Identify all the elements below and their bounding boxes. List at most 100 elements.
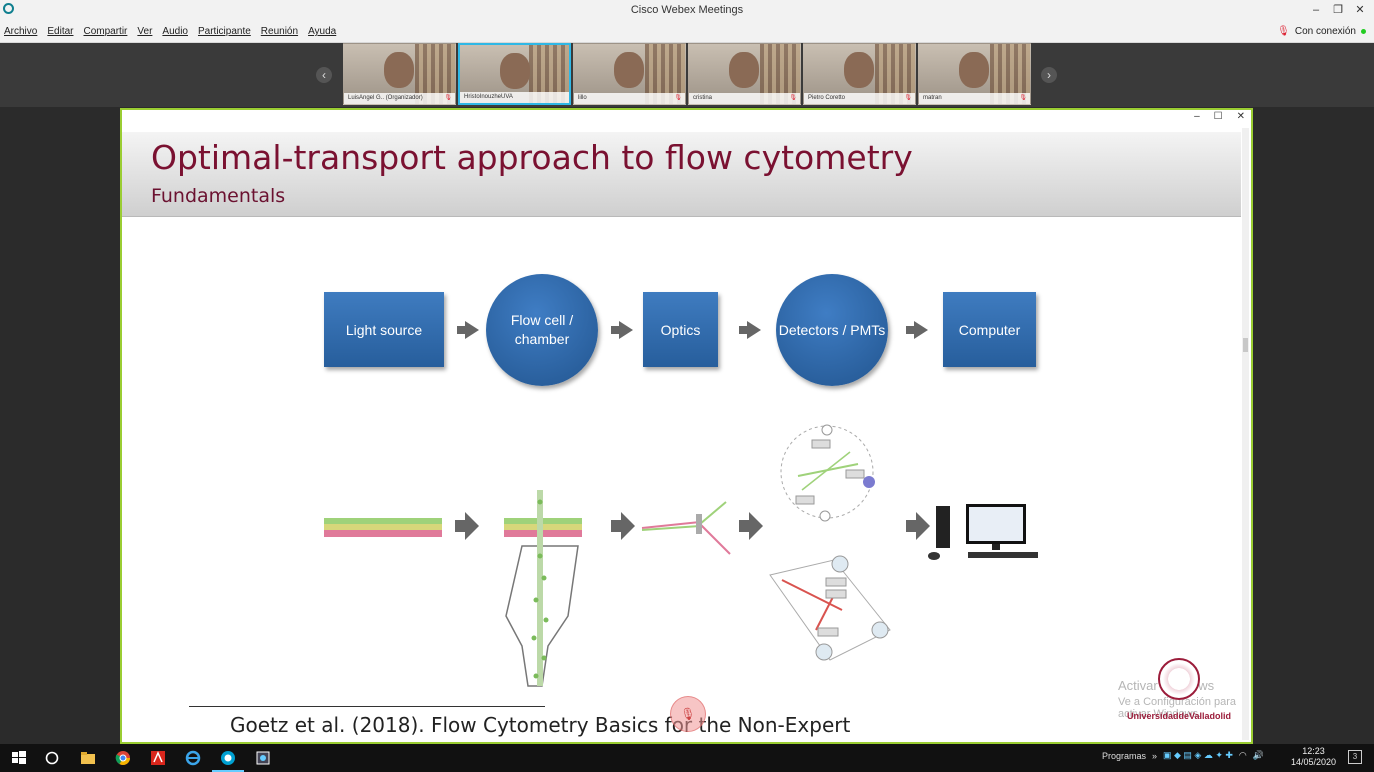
university-logo-text: UniversidaddeValladolid <box>1127 711 1232 721</box>
menu-participante[interactable]: Participante <box>197 26 251 37</box>
share-window-controls: – ☐ ✕ <box>1194 111 1245 122</box>
menu-archivo[interactable]: Archivo <box>4 26 38 37</box>
flow-detectors-pmts: Detectors / PMTs <box>776 274 888 386</box>
connection-label: Con conexión <box>1294 26 1356 37</box>
participant-tile[interactable]: cristina 🎙 <box>688 43 801 105</box>
participant-name: LuisAngel G.. (Organizador) <box>348 95 423 101</box>
system-tray: Programas » ▣ ◆ ▤ ◈ ☁ ✦ ✚ ◠ 🔊 <box>1102 750 1264 761</box>
windows-start-icon[interactable] <box>10 749 28 767</box>
participant-tile-active[interactable]: HristoInouzheUVA <box>458 43 571 105</box>
participant-tile[interactable]: Pietro Coretto🎙 <box>803 43 916 105</box>
participant-name: cristina <box>693 95 713 101</box>
participant-name-bar: lillo 🎙 <box>574 93 685 104</box>
footnote-rule <box>189 706 545 707</box>
flow-computer: Computer <box>943 292 1036 367</box>
close-icon[interactable]: ✕ <box>1355 4 1365 16</box>
participant-strip: ‹ LuisAngel G.. (Organizador) 🎙 HristoIno… <box>0 43 1374 107</box>
minimize-icon[interactable]: – <box>1194 111 1200 122</box>
restore-icon[interactable]: ❐ <box>1333 4 1343 16</box>
close-icon[interactable]: ✕ <box>1236 111 1245 122</box>
participant-name: Pietro Coretto <box>808 95 846 101</box>
mic-muted-icon: 🎙 <box>1019 95 1027 101</box>
mic-muted-icon: 🎙 <box>789 95 797 101</box>
activation-watermark-text: Ve a Configuración para activar Windows. <box>1118 696 1237 720</box>
cortana-search-icon[interactable] <box>43 749 61 767</box>
menu-ayuda[interactable]: Ayuda <box>308 26 337 37</box>
webex-logo-icon <box>3 3 14 14</box>
slide-subtitle: Fundamentals <box>151 185 286 207</box>
slide-header: Optimal-transport approach to flow cytom… <box>122 132 1241 217</box>
file-explorer-icon[interactable] <box>79 749 97 767</box>
window-title: Cisco Webex Meetings <box>630 4 744 16</box>
flow-optics: Optics <box>643 292 718 367</box>
participant-tile[interactable]: matran 🎙 <box>918 43 1031 105</box>
tray-apps-icon[interactable]: ▣ ◆ ▤ ◈ ☁ ✦ ✚ <box>1162 750 1233 760</box>
share-window-bar: – ☐ ✕ <box>122 110 1251 126</box>
mic-muted-icon: 🎙 <box>1277 26 1290 37</box>
light-beam-illustration <box>324 518 442 537</box>
participant-tile[interactable]: LuisAngel G.. (Organizador) 🎙 <box>343 43 456 105</box>
flow-cell-chamber: Flow cell / chamber <box>486 274 598 386</box>
menu-items: Archivo Editar Compartir Ver Audio Parti… <box>4 26 336 37</box>
detectors-illustration <box>769 424 891 661</box>
programs-label[interactable]: Programas <box>1101 750 1146 761</box>
video-person <box>614 52 644 88</box>
acrobat-icon[interactable] <box>149 749 167 767</box>
window-controls: – ❐ ✕ <box>1308 2 1368 18</box>
slide-title: Optimal-transport approach to flow cytom… <box>151 138 913 177</box>
scrollbar-thumb[interactable] <box>1243 338 1248 352</box>
volume-icon[interactable]: 🔊 <box>1252 750 1264 760</box>
video-person <box>844 52 874 88</box>
flow-illustrations <box>324 424 1038 687</box>
participant-name: lillo <box>578 95 587 101</box>
participant-name: matran <box>923 95 942 101</box>
chevron-right-icon[interactable]: › <box>1041 67 1057 83</box>
flow-light-source: Light source <box>324 292 444 367</box>
menu-audio[interactable]: Audio <box>162 26 188 37</box>
mic-muted-icon: 🎙 <box>674 95 682 101</box>
active-app-indicator <box>212 770 244 772</box>
arrow-icon <box>455 512 930 540</box>
menu-editar[interactable]: Editar <box>47 26 74 37</box>
mic-muted-icon[interactable]: 🎙 <box>670 696 706 732</box>
taskbar-clock[interactable]: 12:23 14/05/2020 <box>1291 746 1336 768</box>
menu-compartir[interactable]: Compartir <box>83 26 128 37</box>
participant-name-bar: matran 🎙 <box>919 93 1030 104</box>
clock-date: 14/05/2020 <box>1290 757 1336 767</box>
video-person <box>729 52 759 88</box>
menu-reunion[interactable]: Reunión <box>260 26 299 37</box>
flow-cell-illustration <box>504 490 582 687</box>
video-person <box>384 52 414 88</box>
scrollbar[interactable] <box>1242 128 1249 740</box>
chevron-left-icon[interactable]: ‹ <box>316 67 332 83</box>
arrow-icon <box>906 321 928 339</box>
participant-tiles: LuisAngel G.. (Organizador) 🎙 HristoInouz… <box>343 43 1033 105</box>
app-launcher-icon[interactable] <box>254 749 272 767</box>
clock-time: 12:23 <box>1302 746 1325 756</box>
participant-name: HristoInouzheUVA <box>464 94 513 100</box>
participant-name-bar: Pietro Coretto🎙 <box>804 93 915 104</box>
participant-tile[interactable]: lillo 🎙 <box>573 43 686 105</box>
optics-illustration <box>641 501 731 555</box>
participant-name-bar: LuisAngel G.. (Organizador) 🎙 <box>344 93 455 104</box>
menu-bar: Archivo Editar Compartir Ver Audio Parti… <box>0 22 1374 43</box>
webex-taskbar-icon[interactable] <box>219 749 237 767</box>
title-bar: Cisco Webex Meetings – ❐ ✕ <box>0 0 1374 22</box>
windows-taskbar: Programas » ▣ ◆ ▤ ◈ ☁ ✦ ✚ ◠ 🔊 12:23 14/0… <box>0 744 1374 772</box>
minimize-icon[interactable]: – <box>1312 4 1320 16</box>
mic-muted-icon: 🎙 <box>444 95 452 101</box>
computer-illustration <box>928 504 1038 560</box>
maximize-icon[interactable]: ☐ <box>1213 111 1223 122</box>
arrow-icon <box>739 321 761 339</box>
chrome-icon[interactable] <box>114 749 132 767</box>
slide-citation: Goetz et al. (2018). Flow Cytometry Basi… <box>230 713 851 737</box>
menu-ver[interactable]: Ver <box>137 26 153 37</box>
wifi-icon[interactable]: ◠ <box>1238 750 1247 760</box>
notifications-icon[interactable]: 3 <box>1348 750 1362 764</box>
video-person <box>959 52 989 88</box>
tray-chevron-icon[interactable]: » <box>1151 750 1157 761</box>
participant-name-bar: HristoInouzheUVA <box>460 92 569 103</box>
internet-explorer-icon[interactable] <box>184 749 202 767</box>
arrow-icon <box>457 321 479 339</box>
participant-name-bar: cristina 🎙 <box>689 93 800 104</box>
